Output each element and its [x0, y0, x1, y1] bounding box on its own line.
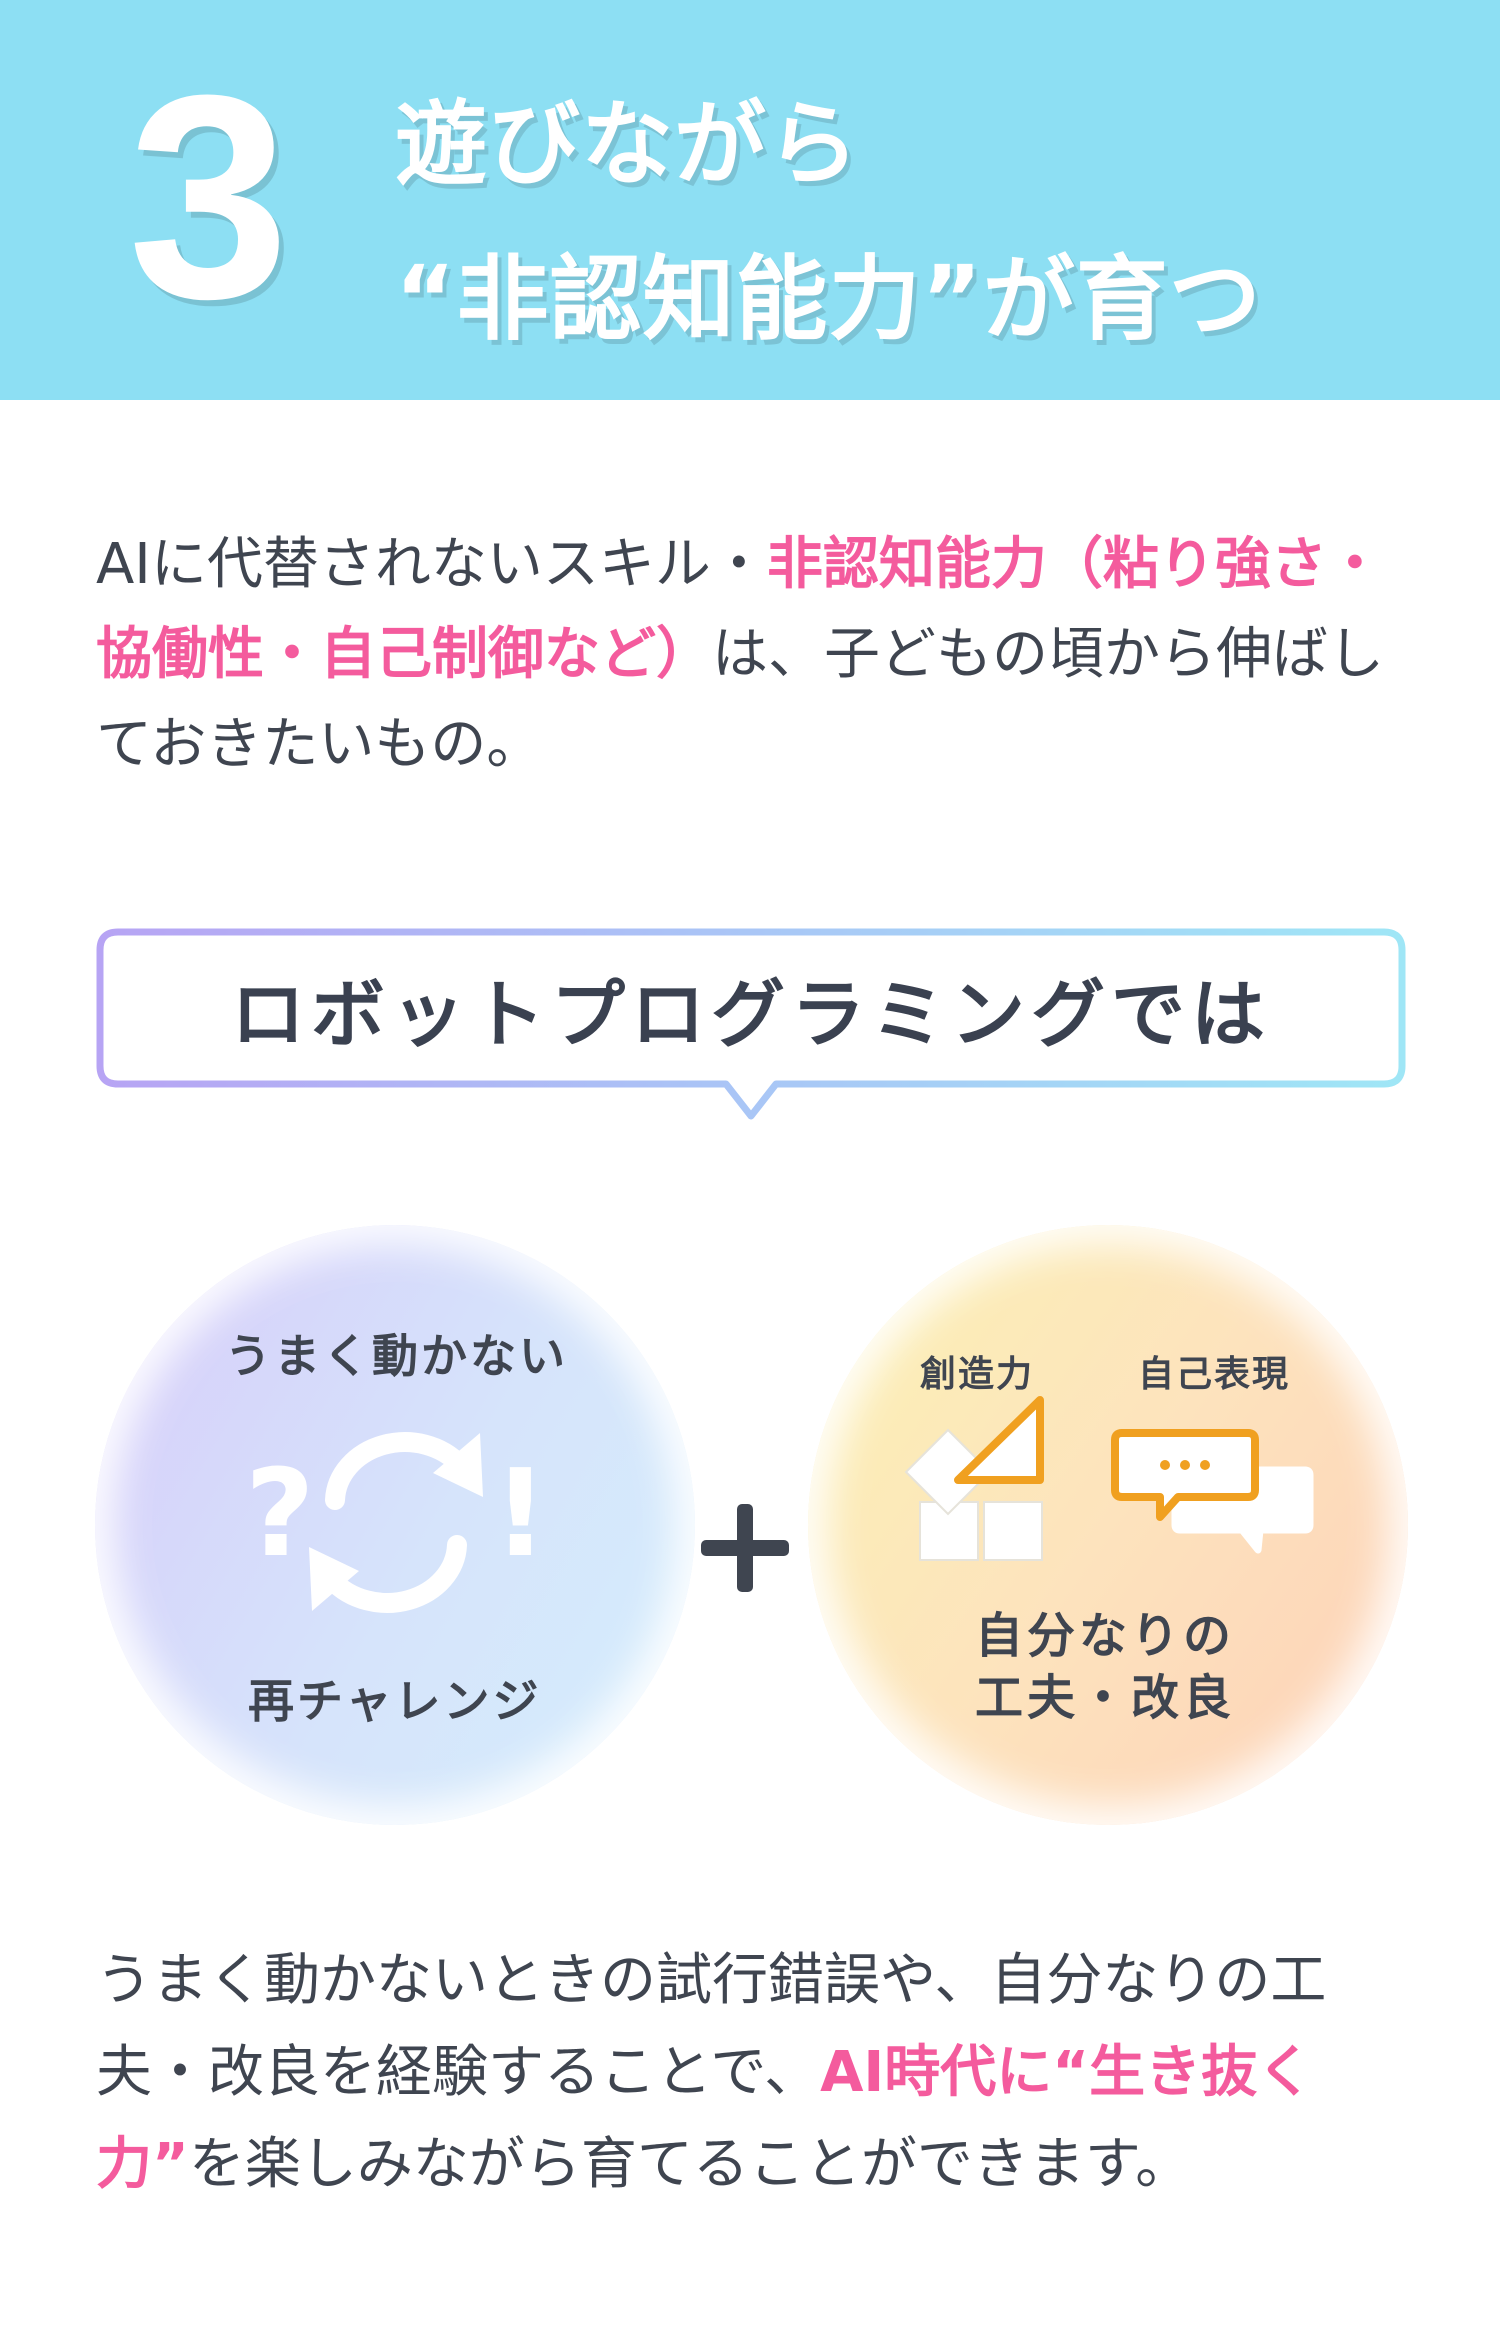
- intro-text-after: は、子どもの頃から伸ばしておきたいもの。: [96, 622, 1384, 777]
- creativity-label: 創造力: [920, 1354, 1035, 1395]
- section-header: 3 遊びながら “非認知能力”が育つ: [0, 0, 1500, 400]
- self-expression-label: 自己表現: [1138, 1354, 1291, 1395]
- outro-text-after: を楽しみながら育てることができます。: [188, 2132, 1192, 2197]
- section-title-line1: 遊びながら: [395, 91, 861, 198]
- speech-bubble-frame: [96, 928, 1406, 1120]
- chat-bubbles-icon: [1111, 1429, 1314, 1554]
- exclamation-mark: !: [493, 1445, 545, 1584]
- section-number: 3: [128, 35, 290, 359]
- retry-cycle-icon: ? !: [245, 1432, 545, 1613]
- retry-label: 再チャレンジ: [248, 1674, 542, 1728]
- outro-paragraph: うまく動かないときの試行錯誤や、自分なりの工夫・改良を経験することで、AI時代に…: [96, 1935, 1416, 2211]
- question-mark: ?: [245, 1445, 315, 1584]
- shapes-icon: [904, 1396, 1044, 1561]
- not-working-label: うまく動かない: [225, 1329, 568, 1383]
- intro-text-before: AIに代替されないスキル・: [96, 532, 767, 597]
- own-improvement-line1: 自分なりの: [975, 1608, 1236, 1664]
- bubble-label: ロボットプログラミングでは: [231, 971, 1271, 1058]
- intro-paragraph: AIに代替されないスキル・非認知能力（粘り強さ・協働性・自己制御など）は、子ども…: [96, 520, 1416, 790]
- robot-programming-bubble: ロボットプログラミングでは: [96, 928, 1406, 1120]
- retry-circle: [95, 1225, 695, 1825]
- plus-icon: [701, 1504, 789, 1592]
- intro-highlight: 非認知能力（粘り強さ・協働性・自己制御など）: [96, 532, 1383, 687]
- section-title-line2: “非認知能力”が育つ: [395, 246, 1262, 353]
- own-improvement-label: 自分なりの 工夫・改良: [975, 1605, 1235, 1729]
- outro-highlight: AI時代に“生き抜く力”: [96, 2040, 1314, 2197]
- outro-text-before: うまく動かないときの試行錯誤や、自分なりの工夫・改良を経験することで、: [96, 1948, 1327, 2105]
- own-improvement-line2: 工夫・改良: [975, 1670, 1236, 1726]
